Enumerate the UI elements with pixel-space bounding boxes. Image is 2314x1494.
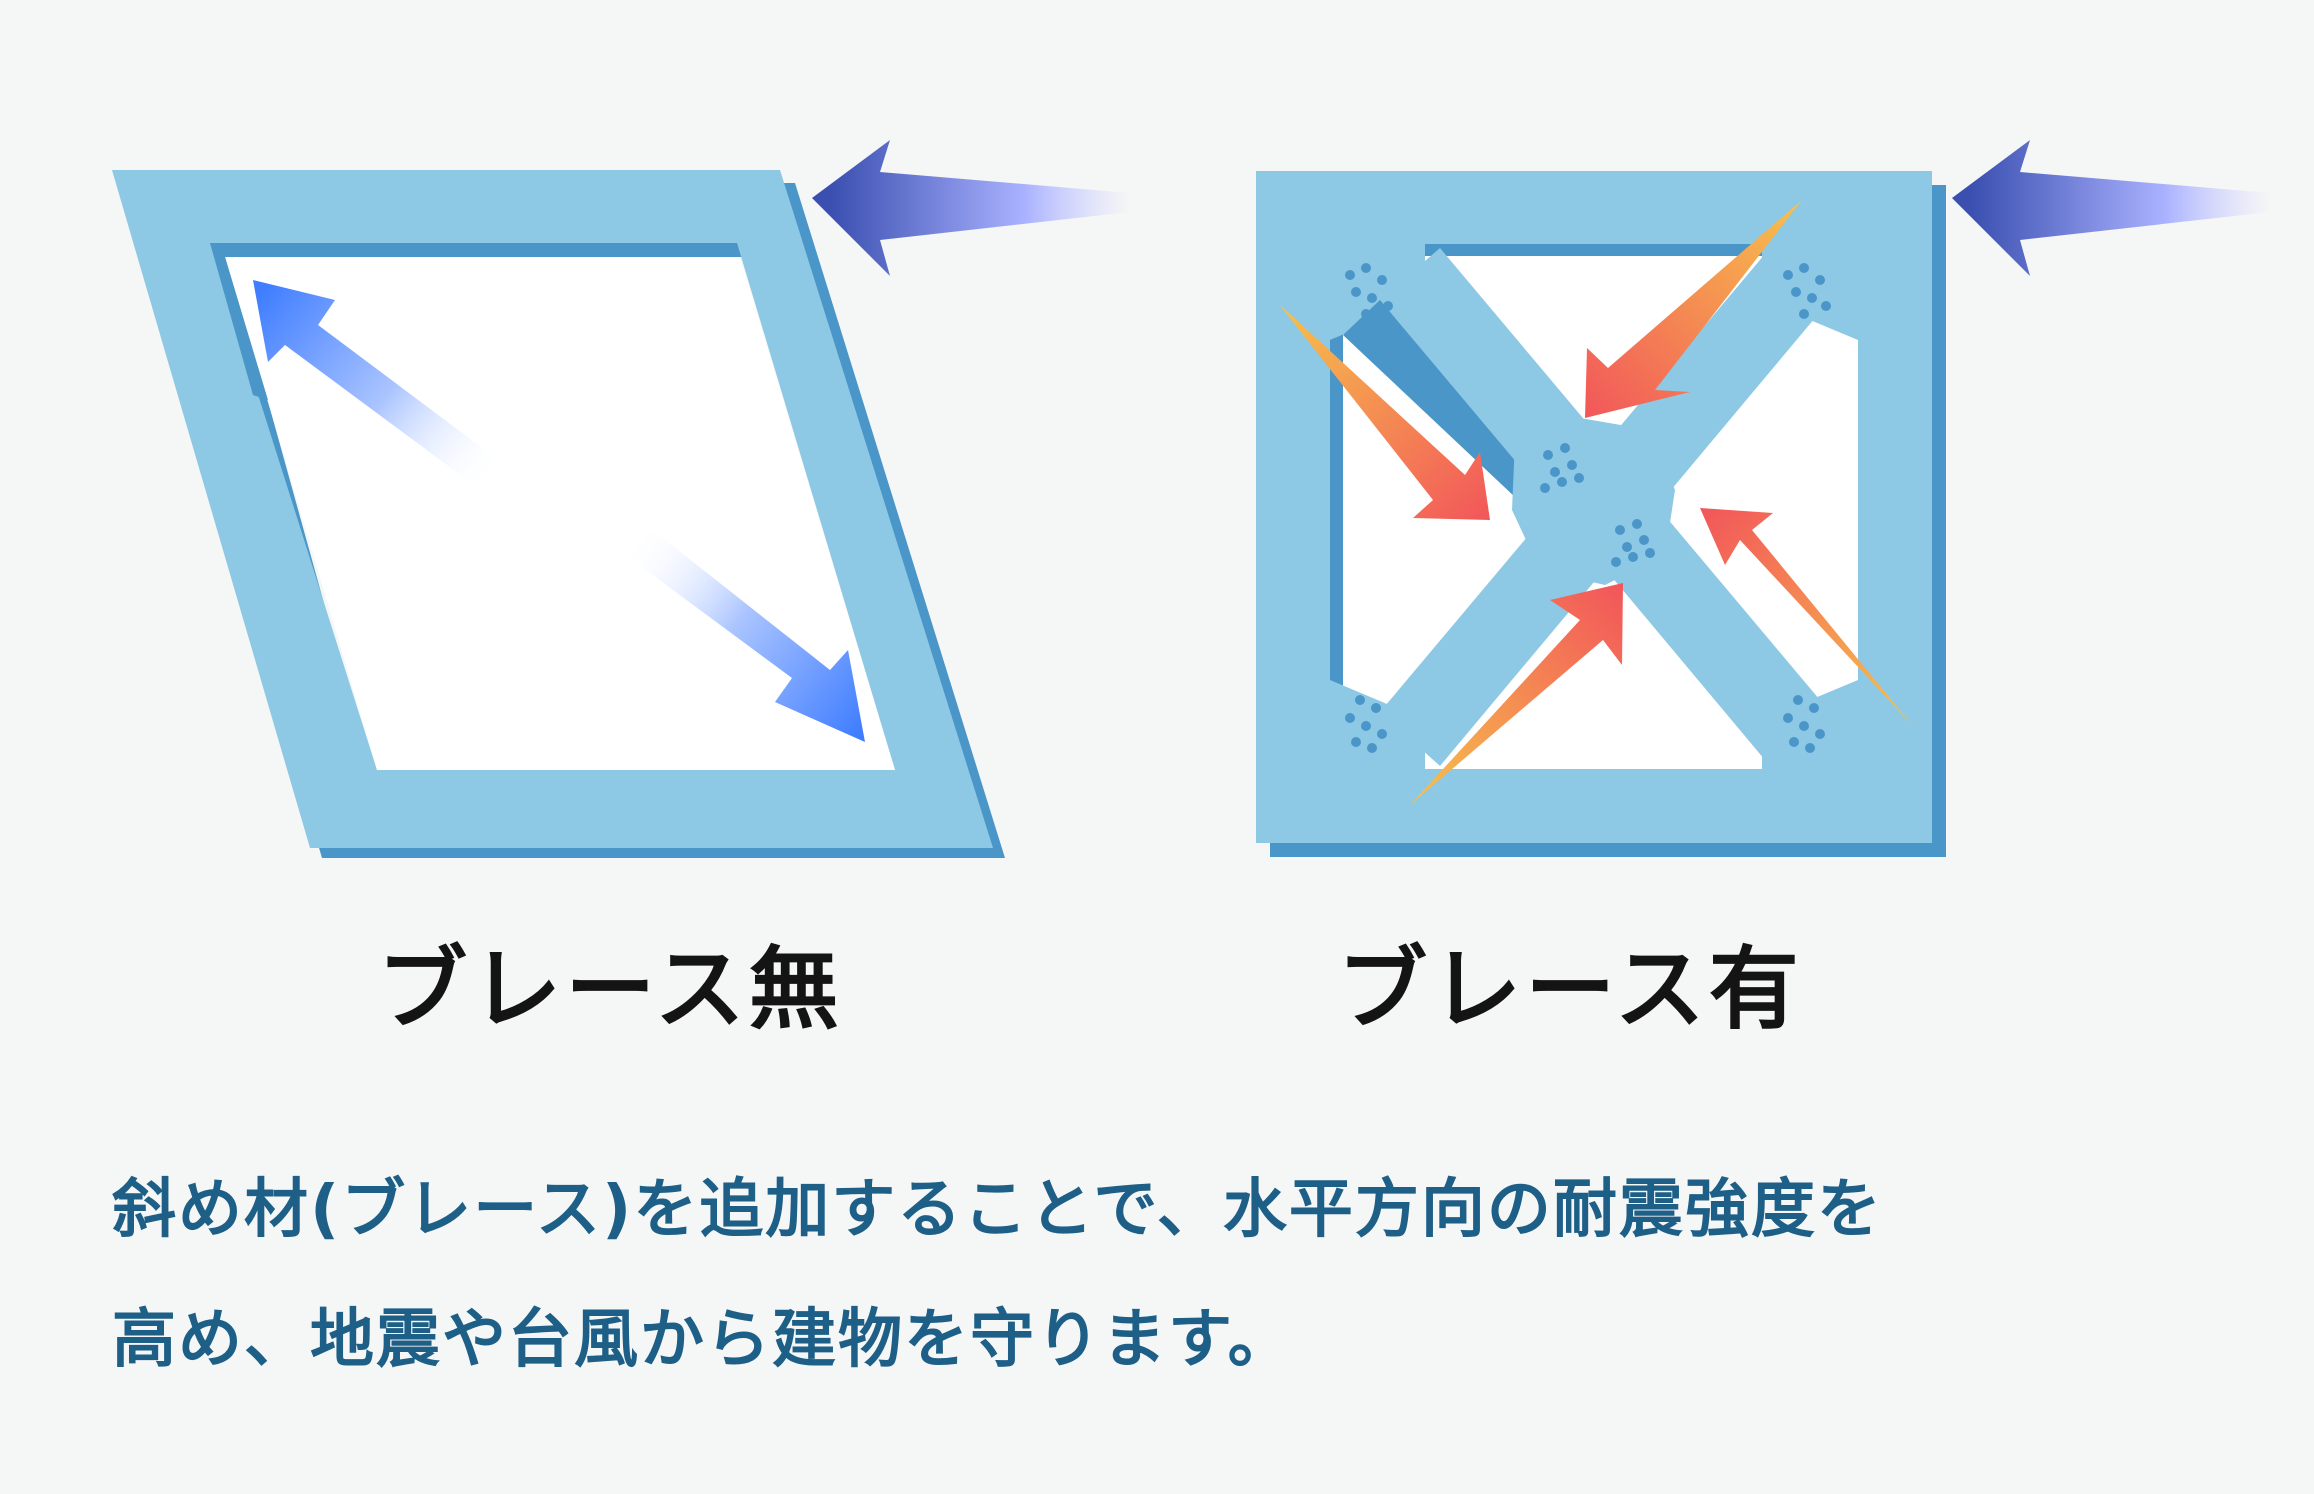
description-line-1: 斜め材(ブレース)を追加することで、水平方向の耐震強度を (112, 1173, 1883, 1247)
frame-inner-edge (210, 243, 740, 400)
center-plate (1512, 418, 1675, 585)
deformation-arrow-upper-left-icon (253, 280, 505, 488)
label-without-brace: ブレース無 (377, 937, 843, 1042)
compression-arrow-top-right-icon (1585, 200, 1802, 418)
frame-body (112, 170, 993, 848)
compression-arrow-top-left-icon (1278, 303, 1490, 520)
horizontal-force-arrow-left-icon (812, 140, 1130, 276)
bolt-dots-icon (1345, 263, 1831, 753)
frame-with-brace (1256, 171, 1946, 857)
gusset-bottom-left (1330, 680, 1425, 769)
compression-arrow-right-icon (1700, 508, 1912, 725)
horizontal-force-arrow-right-icon (1952, 140, 2270, 276)
deformation-arrow-lower-right-icon (612, 520, 865, 742)
compression-arrow-bottom-left-icon (1410, 583, 1623, 805)
label-with-brace: ブレース有 (1337, 937, 1803, 1042)
gusset-top-left (1330, 244, 1425, 340)
frame-without-brace (112, 170, 1005, 858)
description-line-2: 高め、地震や台風から建物を守ります。 (112, 1303, 1294, 1377)
